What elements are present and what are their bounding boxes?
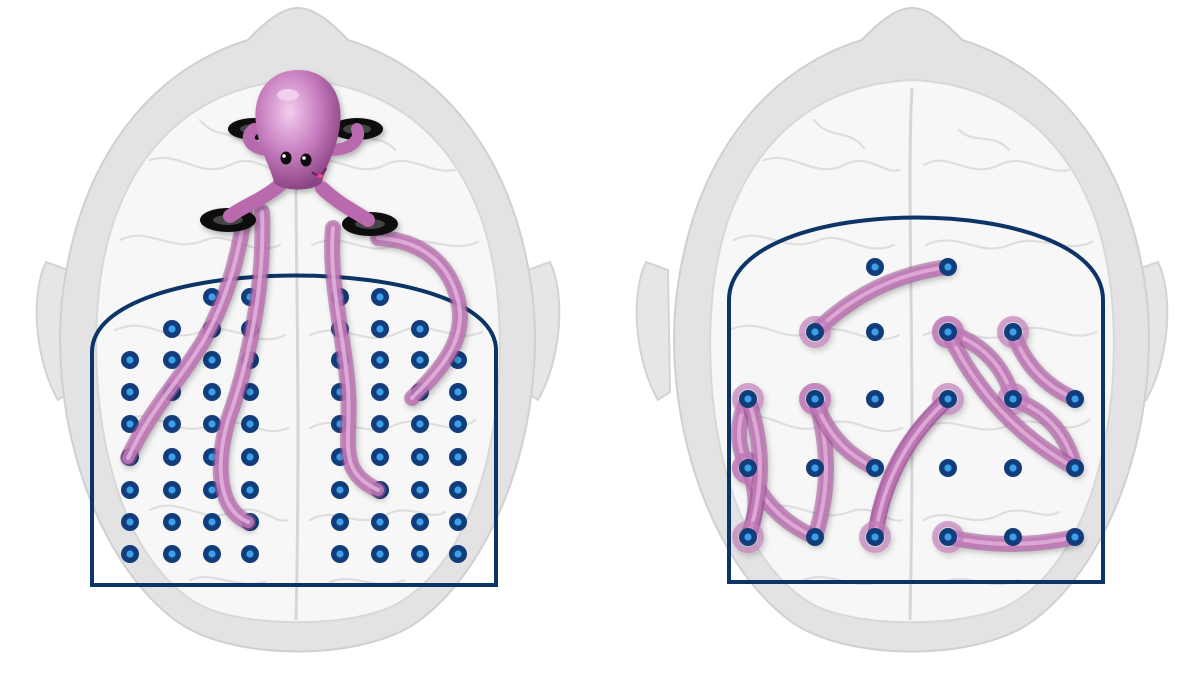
electrode-left-41 [449, 448, 467, 466]
electrode-left-52 [203, 513, 221, 531]
electrode-left-43 [163, 481, 181, 499]
electrode-right-22 [1004, 528, 1022, 546]
electrode-left-55 [371, 513, 389, 531]
electrode-right-7 [806, 390, 824, 408]
electrode-left-51 [163, 513, 181, 531]
electrode-right-14 [866, 459, 884, 477]
electrode-left-60 [203, 545, 221, 563]
electrode-left-62 [331, 545, 349, 563]
electrode-right-2 [806, 323, 824, 341]
electrode-left-40 [411, 448, 429, 466]
electrode-left-39 [371, 448, 389, 466]
electrode-right-20 [866, 528, 884, 546]
left-brain-panel [37, 8, 560, 652]
electrode-right-15 [939, 459, 957, 477]
electrode-right-4 [939, 323, 957, 341]
electrode-left-23 [371, 383, 389, 401]
right-brain-panel [637, 8, 1168, 652]
electrode-left-25 [449, 383, 467, 401]
electrode-right-18 [739, 528, 757, 546]
electrode-right-16 [1004, 459, 1022, 477]
electrode-left-32 [411, 415, 429, 433]
electrode-right-11 [1066, 390, 1084, 408]
electrode-left-46 [331, 481, 349, 499]
electrode-left-8 [371, 320, 389, 338]
electrode-left-58 [121, 545, 139, 563]
electrode-left-10 [121, 351, 139, 369]
electrode-right-23 [1066, 528, 1084, 546]
electrode-left-37 [241, 448, 259, 466]
electrode-right-9 [939, 390, 957, 408]
electrode-left-15 [371, 351, 389, 369]
electrode-right-0 [866, 258, 884, 276]
electrode-right-1 [939, 258, 957, 276]
electrode-left-18 [121, 383, 139, 401]
electrode-right-17 [1066, 459, 1084, 477]
electrode-left-49 [449, 481, 467, 499]
electrode-left-3 [371, 288, 389, 306]
electrode-left-31 [371, 415, 389, 433]
electrode-left-56 [411, 513, 429, 531]
electrode-left-12 [203, 351, 221, 369]
electrode-left-35 [163, 448, 181, 466]
electrode-left-63 [371, 545, 389, 563]
electrode-left-48 [411, 481, 429, 499]
electrode-right-6 [739, 390, 757, 408]
octopus-eye-left [281, 152, 292, 165]
electrode-left-4 [163, 320, 181, 338]
electrode-right-12 [739, 459, 757, 477]
electrode-left-54 [331, 513, 349, 531]
electrode-right-10 [1004, 390, 1022, 408]
electrode-left-29 [241, 415, 259, 433]
electrode-left-45 [241, 481, 259, 499]
electrode-left-9 [411, 320, 429, 338]
electrode-left-64 [411, 545, 429, 563]
electrode-left-50 [121, 513, 139, 531]
electrode-right-8 [866, 390, 884, 408]
electrode-left-59 [163, 545, 181, 563]
electrode-right-3 [866, 323, 884, 341]
electrode-left-42 [121, 481, 139, 499]
electrode-left-27 [163, 415, 181, 433]
electrode-left-61 [241, 545, 259, 563]
electrode-left-16 [411, 351, 429, 369]
electrode-left-20 [203, 383, 221, 401]
electrode-right-5 [1004, 323, 1022, 341]
left-ear-right [637, 262, 670, 400]
electrode-left-57 [449, 513, 467, 531]
octopus-eye-right [301, 154, 312, 167]
electrode-left-65 [449, 545, 467, 563]
electrode-right-19 [806, 528, 824, 546]
electrode-right-13 [806, 459, 824, 477]
electrode-left-33 [449, 415, 467, 433]
electrode-right-21 [939, 528, 957, 546]
